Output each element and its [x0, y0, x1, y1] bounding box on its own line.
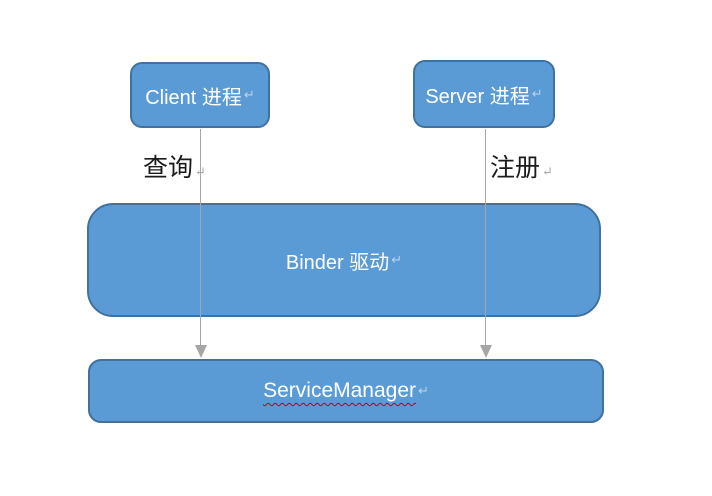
register-arrowhead-icon: [480, 345, 492, 358]
node-server-process: Server 进程↵: [413, 60, 555, 128]
return-mark-icon: ↵: [531, 86, 543, 101]
register-label-text: 注册: [490, 155, 541, 182]
query-edge-label: 查询↵: [143, 148, 206, 184]
query-arrow-line: [200, 129, 201, 345]
return-mark-icon: ↵: [391, 252, 403, 267]
node-binder-driver: Binder 驱动↵: [87, 203, 601, 317]
return-mark-icon: ↵: [243, 87, 255, 102]
return-mark-icon: ↵: [542, 164, 553, 179]
client-process-label: Client 进程: [145, 86, 242, 109]
return-mark-icon: ↵: [418, 383, 429, 398]
return-mark-icon: ↵: [195, 164, 206, 179]
node-service-manager: ServiceManager↵: [88, 359, 604, 423]
service-manager-label: ServiceManager: [263, 379, 416, 402]
query-label-text: 查询: [143, 155, 194, 182]
query-arrowhead-icon: [195, 345, 207, 358]
server-process-label: Server 进程: [425, 85, 530, 108]
node-client-process: Client 进程↵: [130, 62, 270, 128]
register-edge-label: 注册↵: [490, 148, 553, 184]
register-arrow-line: [485, 129, 486, 345]
binder-driver-label: Binder 驱动: [285, 251, 390, 274]
